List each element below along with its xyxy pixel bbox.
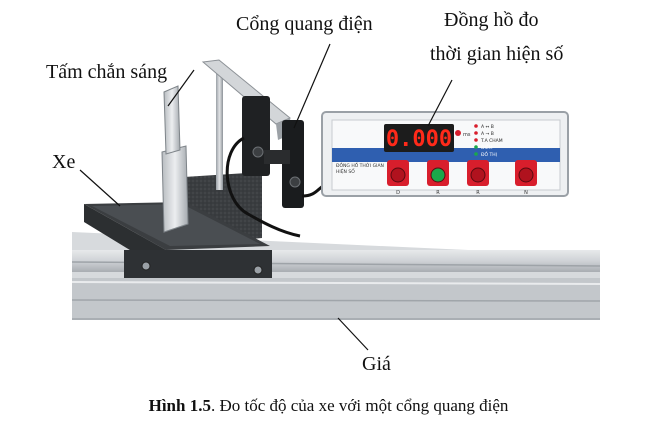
mode-label: ĐỒ THỊ bbox=[481, 149, 497, 158]
mode-label: T.A CHAM bbox=[480, 138, 503, 144]
button-knob bbox=[518, 167, 534, 183]
label-rail: Giá bbox=[362, 353, 391, 375]
ms-label: ms bbox=[463, 132, 471, 138]
button-label: N bbox=[524, 190, 528, 196]
mode-indicator-led bbox=[474, 152, 478, 156]
device-name-line2: HIỆN SỐ bbox=[336, 167, 355, 175]
mode-label: ĐIỂM bbox=[481, 143, 493, 151]
caption-text: . Đo tốc độ của xe với một cổng quang đi… bbox=[210, 396, 509, 415]
button-knob bbox=[390, 167, 406, 183]
timer-button: D bbox=[387, 160, 409, 196]
mode-indicator-led bbox=[474, 131, 478, 135]
button-knob bbox=[430, 167, 446, 183]
button-label: D bbox=[396, 190, 400, 196]
mode-label: A ↔ B bbox=[481, 124, 494, 130]
button-label: R bbox=[436, 190, 440, 196]
leader-lines bbox=[79, 43, 453, 351]
timer-button: R bbox=[467, 160, 489, 196]
button-label: R bbox=[476, 190, 480, 196]
timer-button: N bbox=[515, 160, 537, 196]
figure-number: Hình 1.5 bbox=[148, 396, 211, 415]
button-knob bbox=[470, 167, 486, 183]
label-cart: Xe bbox=[52, 151, 76, 173]
timer-button: R bbox=[427, 160, 449, 196]
mode-indicator-led bbox=[474, 145, 478, 149]
mode-indicator-led bbox=[474, 124, 478, 128]
mode-indicator-led bbox=[474, 138, 478, 142]
label-light-card: Tấm chắn sáng bbox=[46, 61, 168, 83]
label-timer-line1: Đồng hồ đo bbox=[444, 9, 539, 31]
label-photogate: Cổng quang điện bbox=[236, 13, 373, 35]
device-name-line1: ĐỒNG HỒ THỜI GIAN bbox=[336, 160, 384, 169]
photogate bbox=[225, 96, 329, 238]
label-timer-line2: thời gian hiện số bbox=[430, 43, 564, 65]
light-blocking-card bbox=[161, 85, 189, 233]
timer-display: 0.000 bbox=[386, 127, 452, 152]
mode-label: A → B bbox=[481, 131, 494, 137]
figure-caption: Hình 1.5. Đo tốc độ của xe với một cổng … bbox=[0, 396, 657, 416]
